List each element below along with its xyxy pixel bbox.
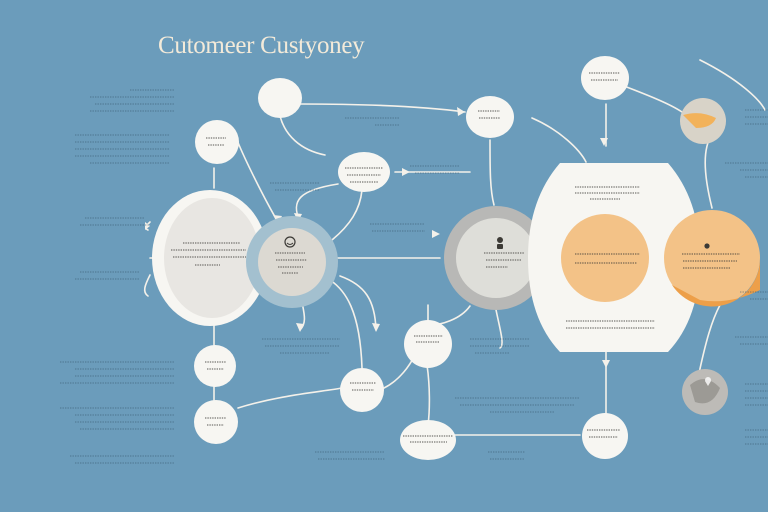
sphere-top-right-shade: [683, 113, 716, 128]
node-top-right: [581, 56, 629, 100]
orange-circle-right: [664, 210, 760, 306]
smile-icon: [284, 236, 296, 248]
arrowhead: [600, 138, 608, 146]
node-text-lines: [171, 72, 740, 443]
connector: [697, 304, 721, 379]
orange-circle-middle: [561, 214, 649, 302]
connector: [489, 139, 495, 206]
node-top-center: [466, 96, 514, 138]
connector: [494, 304, 503, 349]
center-gray-inner: [456, 218, 536, 298]
arrowhead: [145, 222, 150, 230]
left-teal-inner: [258, 228, 326, 296]
diagram-title: Cutomeer Custyoney: [158, 32, 365, 59]
connector: [236, 139, 279, 223]
arrowhead: [457, 107, 465, 116]
connector: [143, 274, 151, 297]
left-hub-inner: [164, 198, 260, 318]
person-icon: [497, 237, 503, 249]
node-mid-upper: [338, 152, 390, 192]
dot-icon: [704, 243, 710, 249]
node-bottom-right: [582, 413, 628, 459]
arrowhead: [402, 168, 410, 176]
connector: [237, 387, 343, 409]
arrowhead: [432, 230, 440, 238]
connector: [299, 103, 466, 113]
node-mid-lower-a: [404, 320, 452, 368]
node-left-upper: [195, 120, 239, 164]
node-top-left: [258, 78, 302, 118]
connector: [329, 279, 363, 369]
connector: [623, 85, 683, 113]
node-left-lower-a: [194, 345, 236, 387]
background-text-lines: [60, 89, 768, 464]
connector: [279, 115, 326, 156]
connector: [426, 364, 431, 426]
node-left-lower-b: [194, 400, 238, 444]
node-bottom-center: [400, 420, 456, 460]
location-pin-icon: [705, 377, 711, 386]
connector: [339, 275, 377, 331]
arrowhead: [372, 323, 380, 332]
connector: [699, 59, 766, 111]
arrowhead: [602, 360, 610, 368]
connector: [331, 189, 363, 241]
sphere-bottom-right-shade: [690, 379, 720, 404]
connector: [531, 117, 587, 163]
arrowhead: [296, 323, 304, 332]
arrowheads: [145, 107, 610, 368]
